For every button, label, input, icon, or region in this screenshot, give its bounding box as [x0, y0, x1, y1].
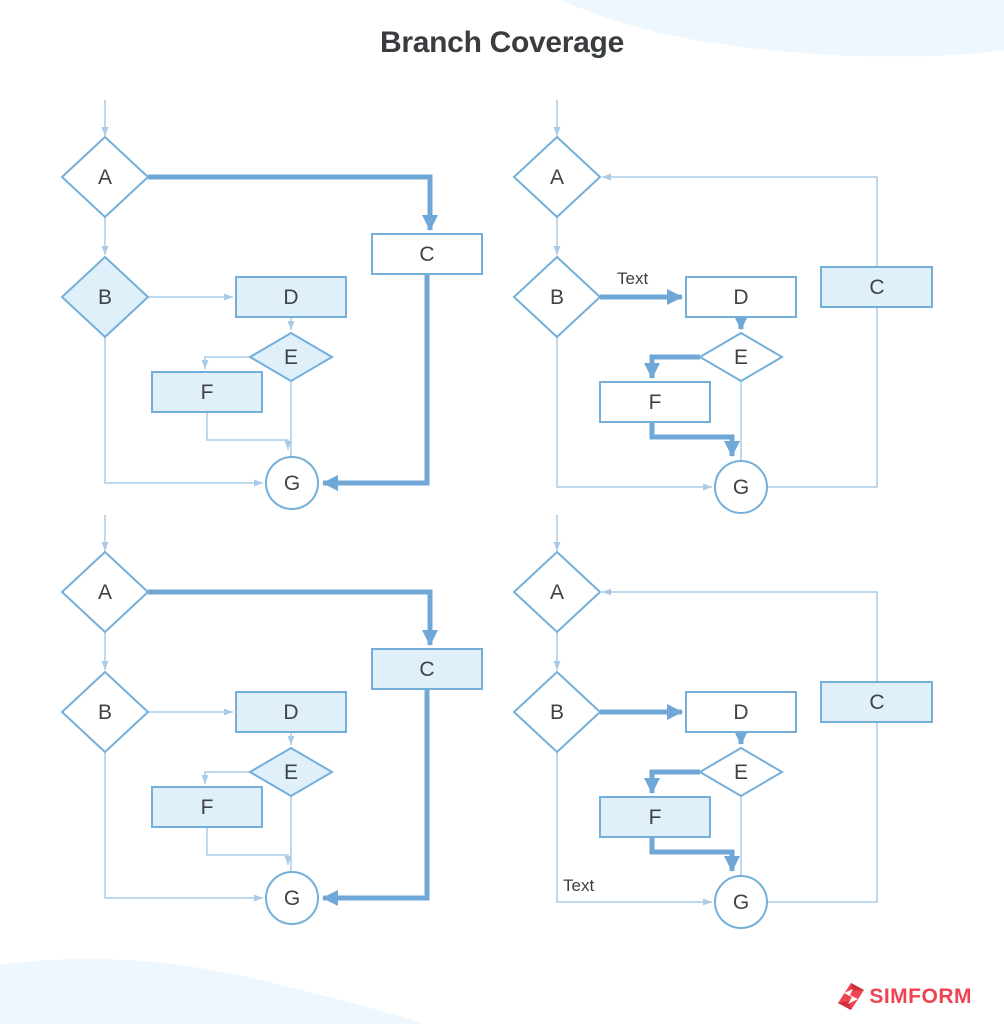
node-E-diamond — [248, 331, 334, 383]
edge-A-C — [148, 174, 438, 231]
edge-A-C — [148, 589, 438, 646]
node-A-diamond — [60, 550, 150, 634]
diagram-top-left: A B C D E F G — [60, 100, 483, 510]
node-E-label: E — [734, 346, 748, 369]
edge-C-G — [322, 274, 430, 491]
node-F-rect — [599, 796, 711, 838]
node-F-label: F — [201, 796, 214, 819]
node-C-rect — [371, 233, 483, 275]
node-F-label: F — [201, 381, 214, 404]
node-G-circle — [265, 871, 319, 925]
node-E-diamond — [698, 331, 784, 383]
node-F-label: F — [649, 806, 662, 829]
simform-logo-icon — [838, 983, 865, 1010]
node-D-rect — [685, 691, 797, 733]
node-D-label: D — [283, 286, 298, 309]
node-G-label: G — [733, 891, 749, 914]
node-A-label: A — [550, 166, 564, 189]
node-F-label: F — [649, 391, 662, 414]
node-F-rect — [151, 786, 263, 828]
node-B-label: B — [98, 286, 112, 309]
node-D-rect — [235, 691, 347, 733]
edge-F-G — [649, 422, 740, 457]
node-B-label: B — [98, 701, 112, 724]
node-G-circle — [714, 460, 768, 514]
node-A-diamond — [60, 135, 150, 219]
edge-F-G — [206, 827, 292, 865]
edge-B-G — [104, 337, 263, 487]
edge-G-C-A-loop — [602, 588, 878, 903]
edge-label-text: Text — [617, 269, 648, 288]
node-A-diamond — [512, 550, 602, 634]
edge-B-G — [556, 752, 712, 906]
node-C-rect — [371, 648, 483, 690]
edge-F-G — [649, 837, 740, 872]
edge-C-G — [322, 689, 430, 906]
node-C-label: C — [869, 691, 884, 714]
node-C-rect — [820, 266, 933, 308]
page-title: Branch Coverage — [380, 26, 624, 59]
brand-logo: SIMFORM — [838, 983, 972, 1010]
node-B-diamond — [512, 255, 602, 339]
node-G-label: G — [284, 887, 300, 910]
node-G-circle — [265, 456, 319, 510]
edge-label-text: Text — [563, 876, 594, 895]
node-E-label: E — [284, 761, 298, 784]
node-D-rect — [235, 276, 347, 318]
node-D-label: D — [733, 286, 748, 309]
node-G-label: G — [733, 476, 749, 499]
node-C-label: C — [419, 658, 434, 681]
node-C-label: C — [869, 276, 884, 299]
node-B-label: B — [550, 701, 564, 724]
node-E-diamond — [248, 746, 334, 798]
node-B-diamond — [60, 670, 150, 754]
edge-E-F — [644, 354, 700, 379]
node-F-rect — [599, 381, 711, 423]
top-right-wave-shape — [560, 0, 1004, 57]
node-A-diamond — [512, 135, 602, 219]
node-E-label: E — [284, 346, 298, 369]
node-C-label: C — [419, 243, 434, 266]
node-F-rect — [151, 371, 263, 413]
node-B-label: B — [550, 286, 564, 309]
node-D-label: D — [283, 701, 298, 724]
edge-E-F — [201, 356, 250, 369]
edge-F-G — [206, 412, 292, 450]
edge-B-G — [556, 337, 712, 491]
node-A-label: A — [550, 581, 564, 604]
node-D-rect — [685, 276, 797, 318]
diagram-bottom-left: A B C D E F G — [60, 515, 483, 925]
node-E-diamond — [698, 746, 784, 798]
node-G-circle — [714, 875, 768, 929]
diagram-bottom-right: Text A B C D E F G — [512, 515, 933, 929]
node-A-label: A — [98, 581, 112, 604]
edge-B-G — [104, 752, 263, 902]
brand-name: SIMFORM — [869, 984, 972, 1008]
bottom-left-wave-shape — [0, 959, 424, 1024]
node-C-rect — [820, 681, 933, 723]
edge-E-F — [201, 771, 250, 784]
diagram-top-right: Text A B C D E F G — [512, 100, 933, 514]
node-A-label: A — [98, 166, 112, 189]
node-B-diamond — [60, 255, 150, 339]
node-D-label: D — [733, 701, 748, 724]
edge-G-C-A-loop — [602, 173, 878, 488]
node-E-label: E — [734, 761, 748, 784]
node-B-diamond — [512, 670, 602, 754]
edge-E-F — [644, 769, 700, 794]
node-G-label: G — [284, 472, 300, 495]
